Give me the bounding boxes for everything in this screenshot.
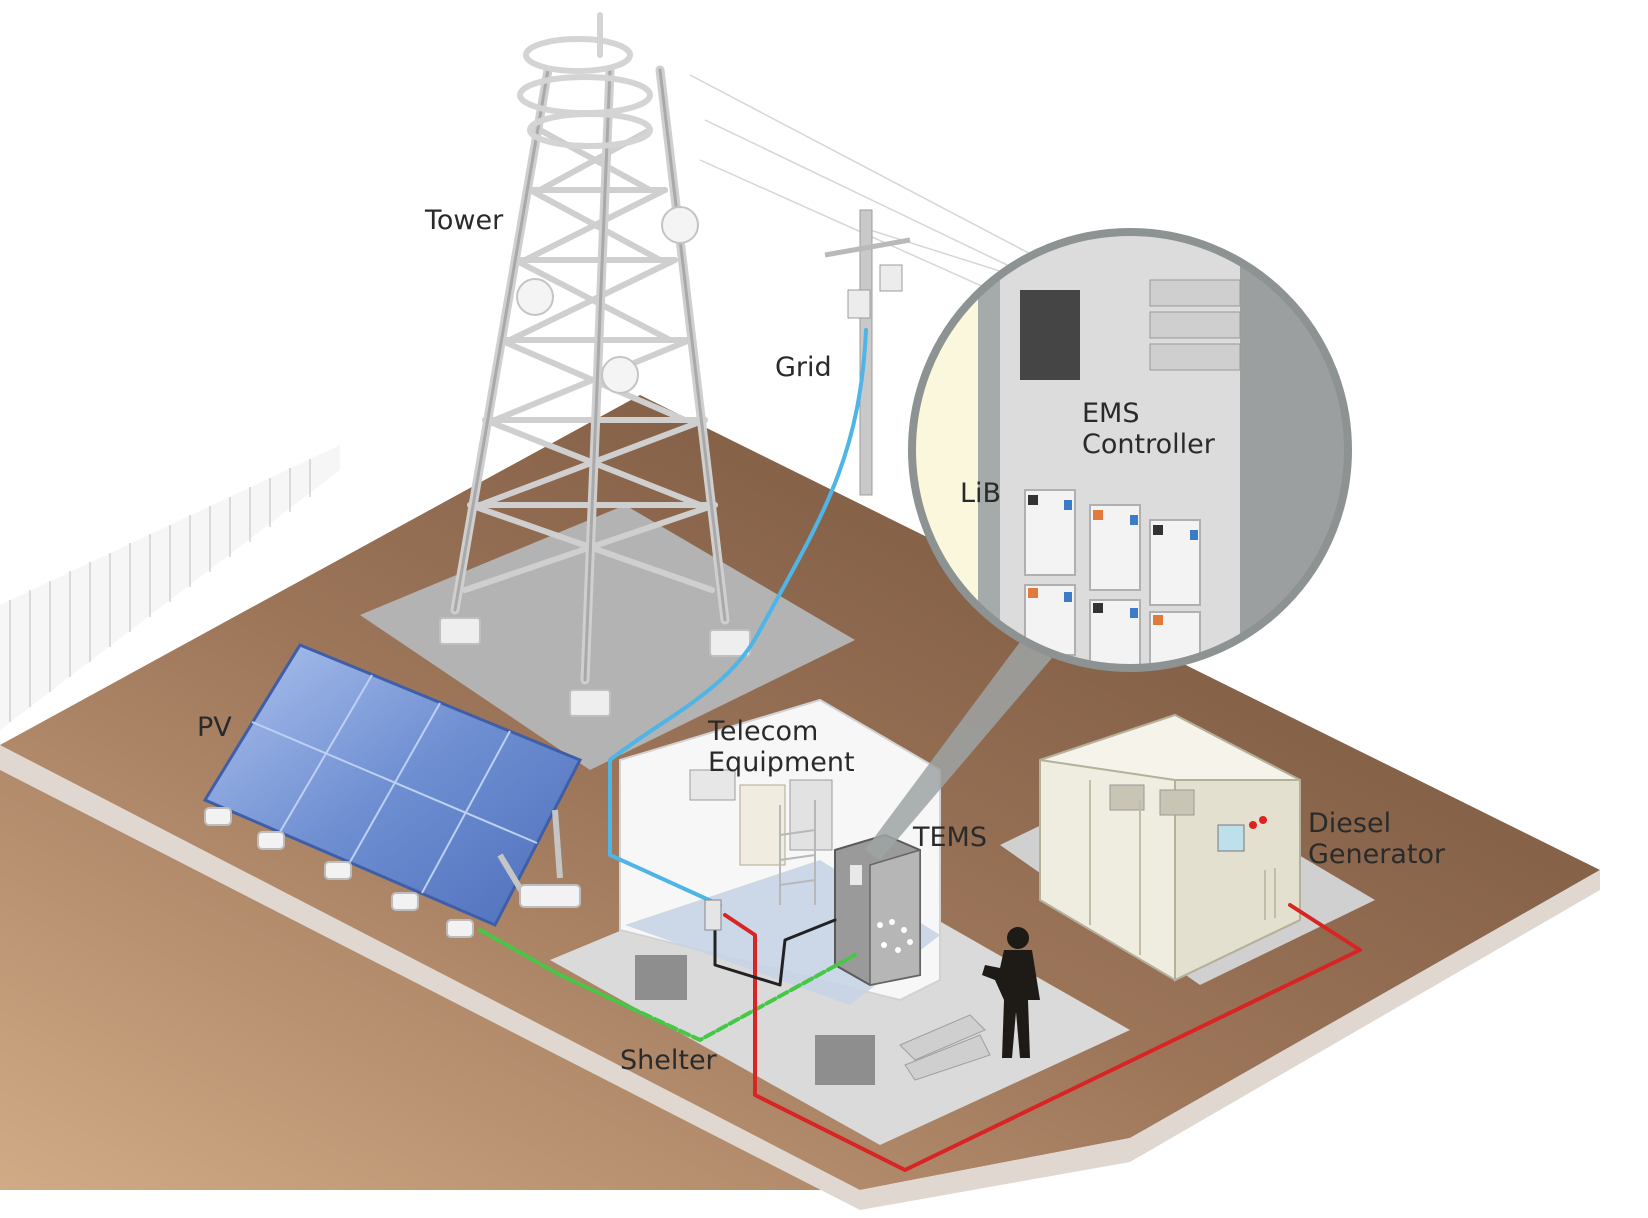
ems-controller-label: EMS Controller — [1082, 398, 1215, 460]
shelter-label: Shelter — [620, 1045, 717, 1076]
telecom-label-line2: Equipment — [708, 747, 855, 778]
magnifier-connector — [865, 615, 1080, 860]
ems-label-line1: EMS — [1082, 398, 1140, 429]
stairs — [899, 1014, 991, 1081]
cables — [478, 328, 1362, 1172]
telecom-label-line1: Telecom — [708, 716, 819, 747]
technician-icon — [982, 927, 1040, 1058]
diesel-label-line2: Generator — [1308, 839, 1446, 870]
tems-label: TEMS — [913, 822, 987, 853]
tower-icon — [439, 12, 751, 717]
signal-cable — [713, 908, 837, 987]
junction-box — [704, 899, 722, 931]
solar-panel-icon — [202, 643, 583, 938]
tower-pad — [360, 505, 855, 770]
magnifier-callout-icon — [908, 228, 1352, 672]
fence-icon — [0, 445, 340, 730]
telecom-equipment-label: Telecom Equipment — [708, 716, 855, 778]
diesel-generator-icon — [1039, 713, 1301, 982]
utility-pole-icon — [824, 209, 911, 496]
grid-label: Grid — [775, 352, 832, 383]
tems-cabinet-icon — [834, 833, 921, 987]
lib-label: LiB — [960, 478, 1002, 509]
generator-cable — [723, 903, 1362, 1172]
tower-label: Tower — [425, 205, 504, 236]
pv-cable — [478, 928, 857, 1042]
diesel-label-line1: Diesel — [1308, 808, 1392, 839]
grid-cable — [608, 328, 868, 907]
pv-label: PV — [197, 712, 232, 743]
diesel-generator-label: Diesel Generator — [1308, 808, 1445, 870]
ems-label-line2: Controller — [1082, 429, 1215, 460]
